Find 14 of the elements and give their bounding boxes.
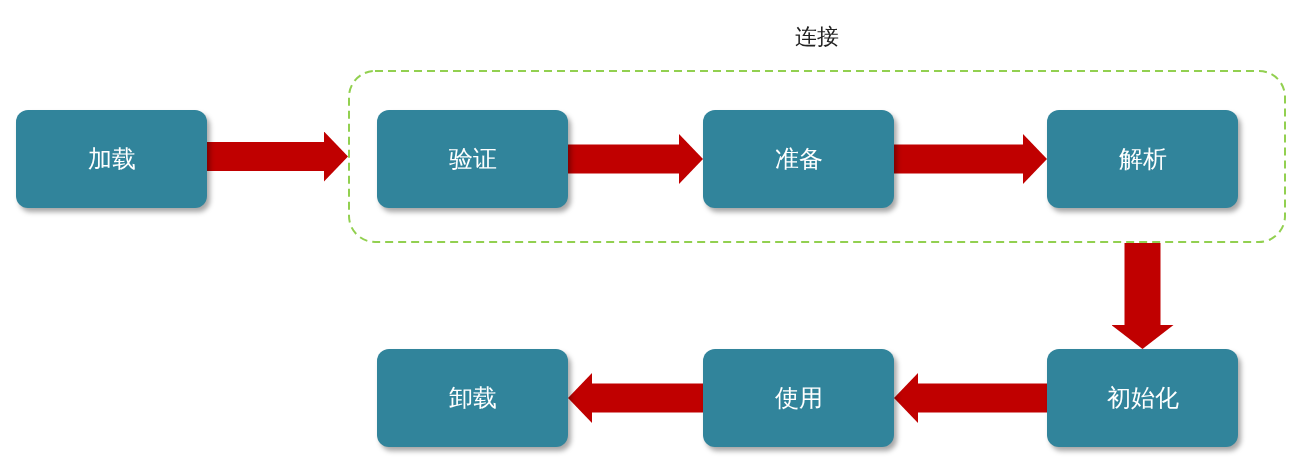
stage-box: 卸载	[377, 349, 568, 447]
block-arrow	[568, 134, 703, 184]
block-arrow	[207, 131, 348, 182]
stage-box: 解析	[1047, 110, 1238, 208]
stage-box: 加载	[16, 110, 207, 208]
stage-box: 使用	[703, 349, 894, 447]
block-arrow	[1111, 243, 1174, 349]
stage-box: 初始化	[1047, 349, 1238, 447]
group-heading: 连接	[794, 23, 840, 51]
block-arrow	[568, 373, 703, 423]
block-arrow	[894, 373, 1047, 423]
stage-box: 验证	[377, 110, 568, 208]
block-arrow	[894, 134, 1047, 184]
stage-box: 准备	[703, 110, 894, 208]
